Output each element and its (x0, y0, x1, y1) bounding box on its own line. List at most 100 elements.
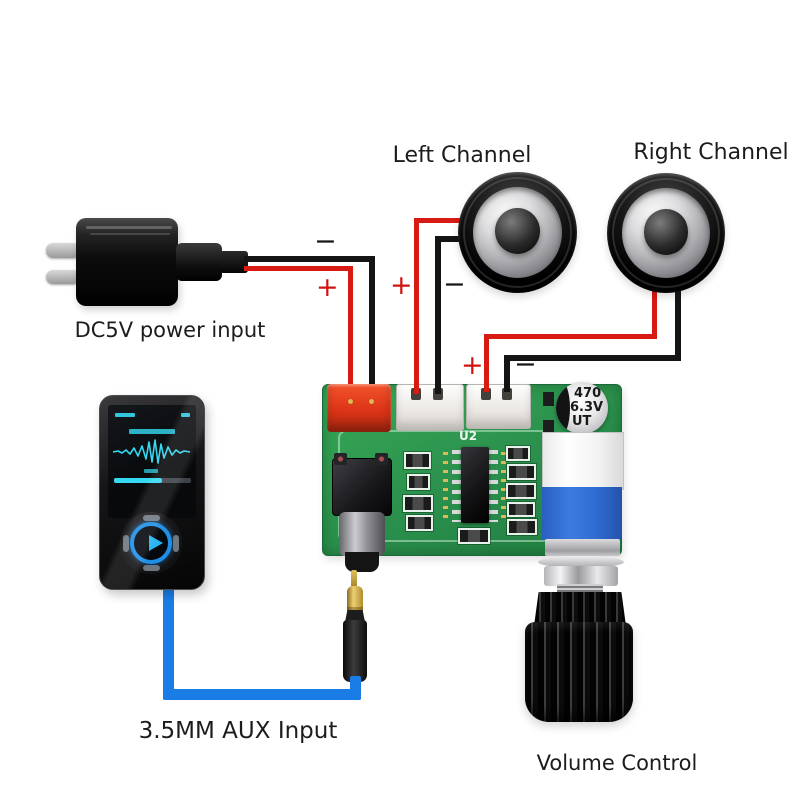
control-pad (120, 512, 182, 574)
dc5v-power-input-label: DC5V power input (74, 318, 266, 342)
power-connector (327, 384, 391, 432)
screen-battery-icon (181, 413, 190, 417)
progress-track (114, 478, 191, 483)
left-speaker-minus-mark: − (443, 269, 466, 300)
right-speaker-plus-mark: + (461, 350, 484, 381)
speaker-rim (463, 177, 572, 288)
electrolytic-capacitor: 470 6.3V UT (556, 382, 608, 434)
connector-pin (369, 399, 374, 404)
smd-resistor (506, 483, 536, 499)
left-speaker-negative-wire (435, 236, 463, 242)
jack-gold-pin (351, 570, 357, 587)
menu-button (143, 515, 160, 521)
right-speaker-positive-wire (484, 334, 657, 339)
speaker-dustcap (494, 208, 541, 255)
aux-cable (163, 584, 174, 700)
potentiometer-base (545, 539, 620, 556)
capacitor-value: 470 (574, 386, 602, 401)
capacitor-sleeve (556, 382, 570, 434)
right-speaker-connector (466, 384, 531, 429)
power-plus-mark: + (316, 272, 339, 303)
plug-prong-top (46, 243, 80, 258)
aux-plug-neck (345, 610, 365, 622)
smd-resistor (506, 446, 530, 461)
glass-reflection (100, 396, 204, 589)
speaker-rim (612, 178, 720, 288)
right-speaker-negative-wire (675, 280, 681, 361)
jack-base (345, 552, 379, 572)
screen-track-title (129, 429, 175, 434)
jack-barrel (339, 512, 385, 556)
screen-time-text (144, 469, 158, 473)
smd-resistor (507, 502, 535, 517)
capacitor-pad (543, 392, 554, 406)
jack-mount-tab (334, 453, 347, 465)
right-speaker-positive-wire (484, 334, 489, 392)
capacitor-pad (543, 420, 554, 434)
usb-connector-tip (220, 251, 248, 273)
power-positive-wire (348, 266, 353, 402)
screen-status-text (115, 413, 135, 417)
aux-plug-body (343, 620, 367, 682)
power-negative-wire (369, 256, 375, 402)
previous-button (123, 535, 129, 552)
progress-fill (114, 478, 162, 483)
plug-prong-bottom (46, 270, 80, 284)
aux-plug-tip (347, 586, 363, 612)
potentiometer-blue-section (542, 487, 622, 540)
speaker-dustcap (643, 209, 689, 255)
play-icon (149, 535, 163, 551)
adapter-highlight (90, 233, 170, 235)
play-ring (130, 522, 172, 564)
potentiometer-body (542, 432, 624, 490)
smd-resistor (507, 519, 537, 535)
capacitor-voltage: 6.3V (570, 400, 604, 415)
solder-pads (443, 452, 448, 522)
ic-pins-left (452, 450, 461, 522)
power-positive-wire (244, 266, 353, 271)
ic-pins-right (489, 450, 498, 522)
connector-pin-slot (411, 388, 421, 400)
right-channel-label: Right Channel (633, 140, 789, 165)
aux-input-label: 3.5MM AUX Input (138, 718, 338, 744)
left-speaker-positive-wire (414, 218, 419, 394)
amplifier-ic-chip (461, 447, 489, 523)
smd-resistor (404, 452, 431, 469)
adapter-highlight (86, 226, 172, 229)
left-speaker-positive-wire (414, 218, 462, 223)
aux-cable (163, 689, 361, 700)
aux-jack-socket (332, 458, 392, 516)
solder-pads (501, 452, 506, 522)
connector-pin-slot (481, 388, 491, 400)
left-speaker-plus-mark: + (390, 270, 413, 301)
smd-resistor (507, 464, 536, 480)
volume-control-label: Volume Control (536, 751, 698, 775)
adapter-body (76, 218, 178, 306)
volume-knob-top (534, 592, 626, 626)
mp3-player-icon (99, 395, 205, 590)
playlist-button (143, 565, 160, 571)
connector-pin-slot (502, 388, 512, 400)
left-speaker-negative-wire (435, 236, 441, 394)
left-channel-label: Left Channel (392, 143, 532, 168)
right-speaker-negative-wire (504, 355, 510, 392)
left-speaker-connector (396, 384, 464, 431)
left-speaker-icon (458, 172, 577, 293)
right-speaker-positive-wire (652, 282, 657, 339)
connector-pin (348, 399, 353, 404)
smd-resistor (403, 495, 433, 512)
connector-pin-slot (433, 388, 443, 400)
right-speaker-negative-wire (504, 355, 681, 361)
pot-washer (538, 556, 624, 568)
waveform-icon (113, 439, 191, 464)
smd-resistor (407, 474, 430, 490)
smd-resistor (458, 528, 490, 544)
right-speaker-icon (607, 173, 725, 293)
usb-connector (176, 243, 222, 281)
capacitor-marking: UT (572, 414, 592, 429)
smd-resistor (406, 515, 433, 531)
jack-mount-tab (375, 453, 388, 465)
power-negative-wire (244, 256, 375, 262)
power-minus-mark: − (314, 226, 337, 257)
